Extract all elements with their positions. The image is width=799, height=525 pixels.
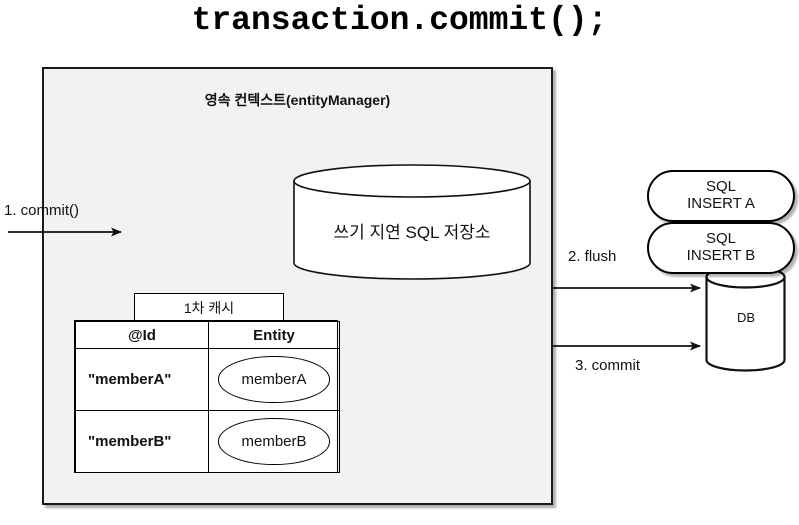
first-level-cache-tab: 1차 캐시: [134, 293, 284, 322]
table-row: "memberA" memberA: [75, 348, 340, 411]
entity-ellipse: memberA: [218, 356, 330, 403]
sql-insert-a-line1: SQL: [705, 178, 736, 196]
table-header-row: @Id Entity: [75, 321, 340, 349]
write-behind-sql-store-label: 쓰기 지연 SQL 저장소: [333, 223, 491, 242]
entity-ellipse: memberB: [218, 418, 330, 465]
sql-insert-b-box: SQL INSERT B: [647, 222, 795, 274]
sql-insert-a-line2: INSERT A: [687, 195, 755, 212]
cell-entity: memberB: [208, 410, 340, 473]
sql-insert-b-line2: INSERT B: [686, 247, 756, 264]
column-header-entity: Entity: [208, 321, 340, 349]
cell-id: "memberA": [75, 348, 209, 411]
step-2-label: 2. flush: [568, 248, 617, 265]
first-level-cache-table: @Id Entity "memberA" memberA "memberB" m…: [74, 320, 340, 473]
column-header-id: @Id: [75, 321, 209, 349]
cell-entity: memberA: [208, 348, 340, 411]
persistence-context-label: 영속 컨텍스트(entityManager): [204, 92, 391, 108]
table-row: "memberB" memberB: [75, 410, 340, 473]
step-3-label: 3. commit: [575, 357, 641, 374]
write-behind-sql-store-cylinder: [293, 164, 531, 280]
page-title: transaction.commit();: [191, 2, 608, 39]
cell-id: "memberB": [75, 410, 209, 473]
database-label: DB: [736, 310, 756, 325]
step-1-label: 1. commit(): [4, 202, 79, 219]
sql-insert-b-line1: SQL: [705, 230, 736, 248]
sql-insert-a-box: SQL INSERT A: [647, 170, 795, 222]
first-level-cache-label: 1차 캐시: [183, 299, 235, 316]
